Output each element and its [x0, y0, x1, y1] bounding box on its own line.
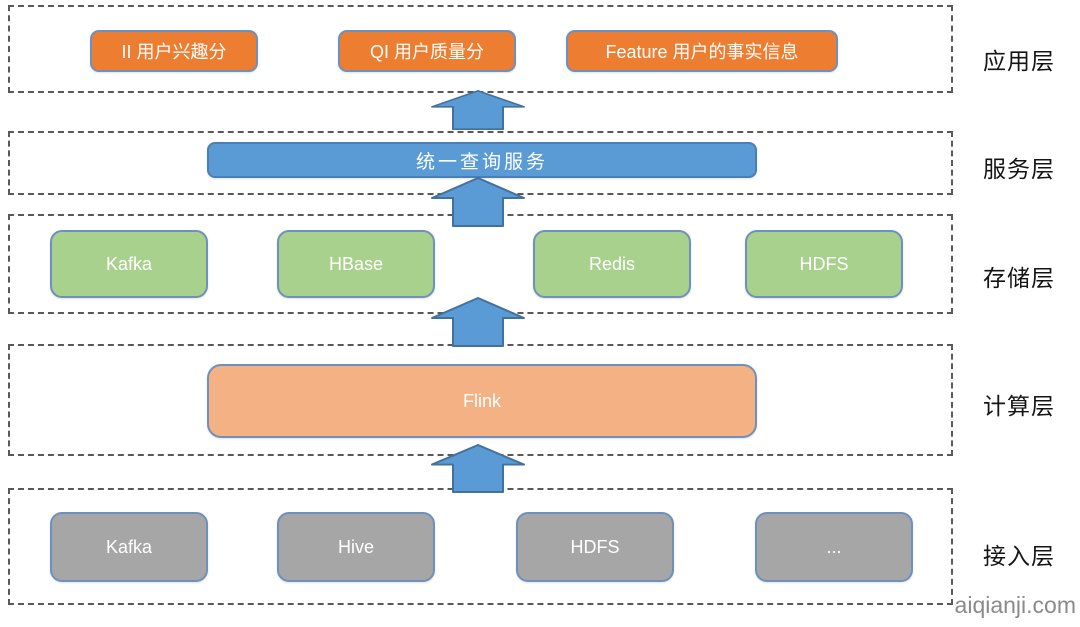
- up-arrow-icon: [431, 90, 525, 130]
- app-box-user-quality-score: QI 用户质量分: [338, 30, 516, 72]
- access-box-hive: Hive: [277, 512, 435, 582]
- up-arrow-icon: [431, 177, 525, 227]
- compute-box-flink: Flink: [207, 364, 757, 438]
- layer-label-service: 服务层: [983, 156, 1055, 182]
- access-box-more: ...: [755, 512, 913, 582]
- service-box-unified-query: 统一查询服务: [207, 142, 757, 178]
- layer-label-access: 接入层: [983, 543, 1055, 569]
- app-box-user-fact-info: Feature 用户的事实信息: [566, 30, 838, 72]
- storage-box-redis: Redis: [533, 230, 691, 298]
- access-box-kafka: Kafka: [50, 512, 208, 582]
- access-box-hdfs: HDFS: [516, 512, 674, 582]
- watermark: aiqianji.com: [954, 592, 1076, 618]
- layer-label-application: 应用层: [983, 48, 1055, 74]
- storage-box-kafka: Kafka: [50, 230, 208, 298]
- layer-label-storage: 存储层: [983, 265, 1055, 291]
- app-box-user-interest-score: II 用户兴趣分: [90, 30, 258, 72]
- up-arrow-icon: [431, 297, 525, 347]
- storage-box-hdfs: HDFS: [745, 230, 903, 298]
- layer-label-compute: 计算层: [983, 393, 1055, 419]
- up-arrow-icon: [431, 444, 525, 493]
- storage-box-hbase: HBase: [277, 230, 435, 298]
